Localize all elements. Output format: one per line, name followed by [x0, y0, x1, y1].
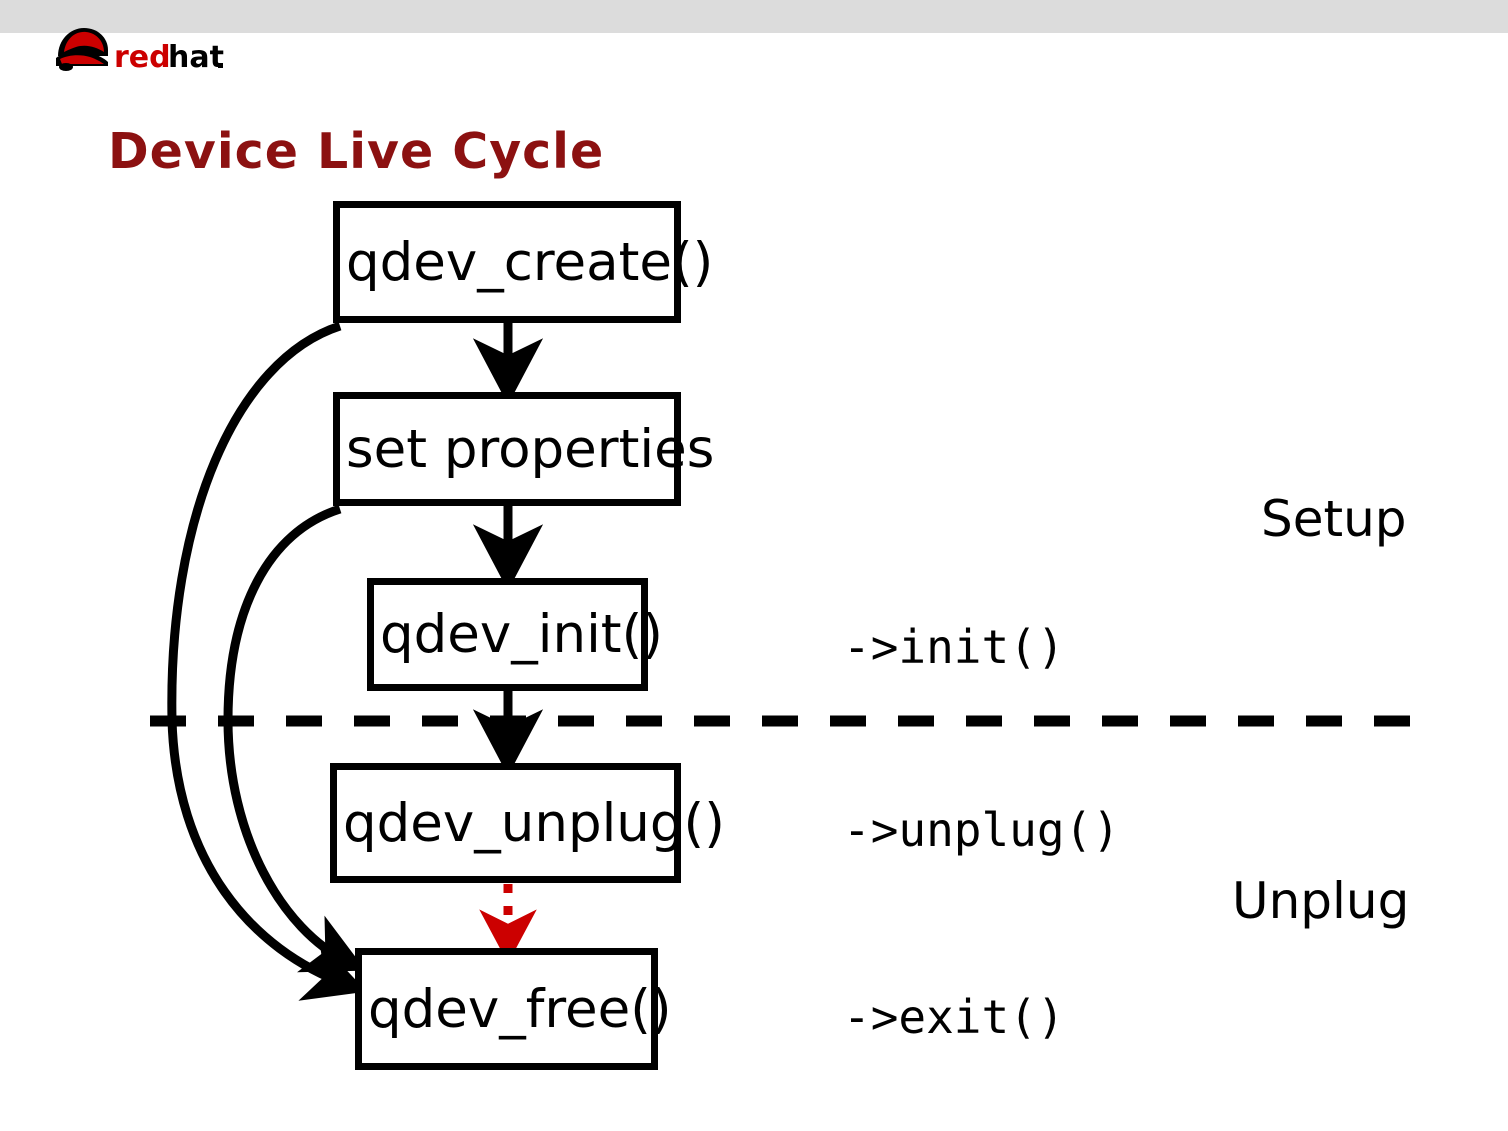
- edge-properties-to-free-curve: [223, 504, 366, 973]
- callback-label-unplug: ->unplug(): [843, 803, 1120, 857]
- node-qdev-free-label: qdev_free(): [368, 978, 672, 1040]
- svg-text:red: red: [114, 40, 171, 74]
- callback-label-init: ->init(): [843, 620, 1065, 674]
- node-set-properties-label: set properties: [346, 418, 715, 480]
- callback-label-exit: ->exit(): [843, 990, 1065, 1044]
- node-set-properties[interactable]: set properties: [333, 392, 714, 506]
- node-qdev-unplug[interactable]: qdev_unplug(): [330, 763, 725, 883]
- node-qdev-init[interactable]: qdev_init(): [367, 578, 663, 691]
- node-qdev-create[interactable]: qdev_create(): [333, 201, 713, 323]
- edge-create-to-free-curve: [167, 321, 367, 1001]
- top-bar: [0, 0, 1508, 33]
- svg-text:hat: hat: [168, 40, 224, 74]
- redhat-logo-icon: red hat: [52, 22, 252, 74]
- phase-label-setup: Setup: [1261, 490, 1407, 548]
- node-qdev-free[interactable]: qdev_free(): [355, 948, 672, 1070]
- node-qdev-create-label: qdev_create(): [346, 231, 714, 293]
- node-qdev-init-label: qdev_init(): [380, 604, 663, 665]
- phase-label-unplug: Unplug: [1232, 872, 1410, 930]
- page-title: Device Live Cycle: [108, 123, 605, 180]
- node-qdev-unplug-label: qdev_unplug(): [343, 792, 725, 854]
